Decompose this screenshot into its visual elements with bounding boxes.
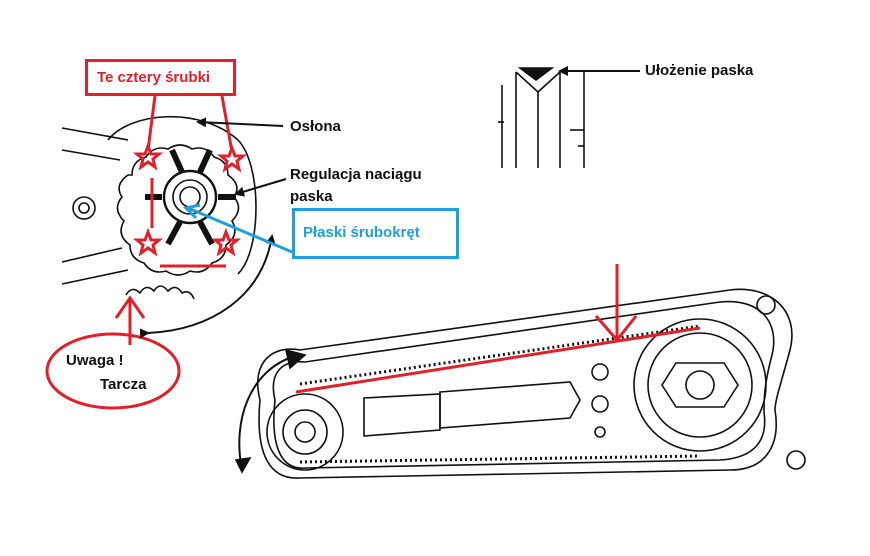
tension-label-line2: paska bbox=[290, 188, 333, 205]
warning-label-line1: Uwaga ! bbox=[66, 352, 124, 369]
tension-label-line1: Regulacja naciągu bbox=[290, 166, 422, 183]
leader-lines bbox=[139, 117, 287, 339]
screwdriver-callout: Płaski śrubokręt bbox=[292, 208, 459, 259]
belt-drive-side-view bbox=[234, 288, 806, 479]
pulley-closeup bbox=[61, 115, 257, 300]
belt-profile bbox=[498, 66, 640, 168]
cover-label: Osłona bbox=[290, 118, 341, 135]
screwdriver-pointer bbox=[182, 203, 293, 254]
four-screws-label: Te cztery śrubki bbox=[97, 69, 211, 86]
warning-label-line2: Tarcza bbox=[100, 376, 147, 393]
four-screws-callout: Te cztery śrubki bbox=[85, 59, 236, 96]
belt-highlight bbox=[295, 264, 701, 394]
belt-layout-label: Ułożenie paska bbox=[645, 62, 754, 79]
screwdriver-label: Płaski śrubokręt bbox=[303, 224, 420, 241]
